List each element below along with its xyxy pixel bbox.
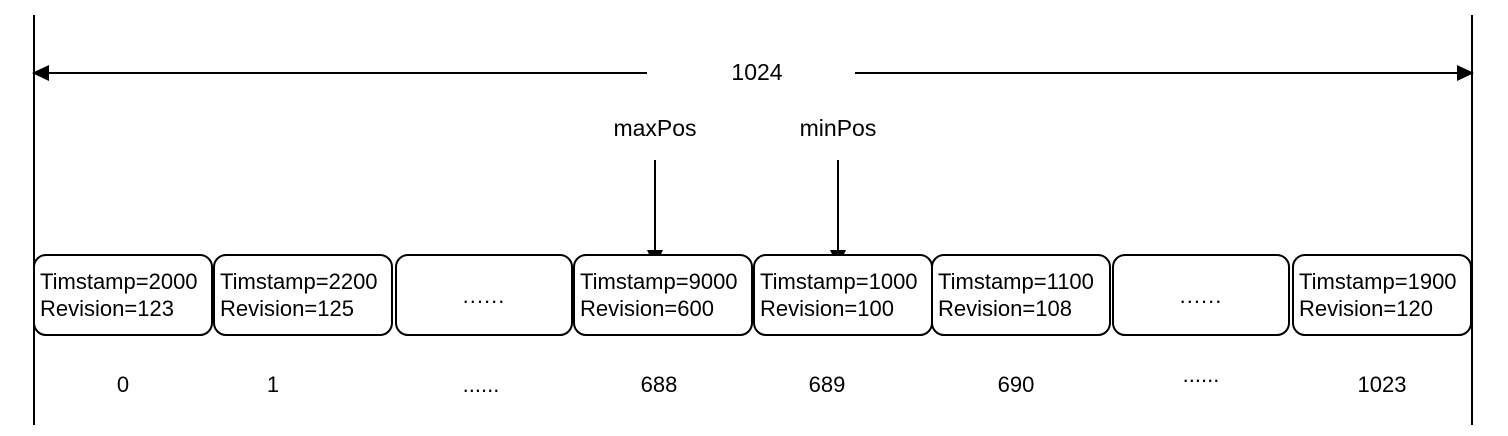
buffer-cell: ...... — [395, 254, 573, 336]
buffer-index-label: 1 — [266, 372, 280, 397]
dimension-line-right-segment — [855, 72, 1463, 74]
buffer-index-label: 688 — [640, 372, 678, 397]
dimension-label: 1024 — [647, 57, 867, 87]
buffer-cell-revision: Revision=120 — [1299, 296, 1433, 321]
buffer-cell-revision: Revision=108 — [938, 296, 1072, 321]
buffer-index-label: 1023 — [1357, 372, 1407, 397]
buffer-index-label: 689 — [808, 372, 846, 397]
buffer-cell-timestamp: Timstamp=9000 — [580, 269, 738, 294]
buffer-cell-ellipsis: ...... — [1179, 282, 1223, 308]
buffer-cell-ellipsis: ...... — [462, 282, 506, 308]
left-boundary-rule — [33, 15, 35, 425]
buffer-cell-revision: Revision=600 — [580, 296, 714, 321]
pointer-minpos-label: minPos — [799, 115, 877, 141]
buffer-index-label: 690 — [997, 372, 1035, 397]
buffer-cell-timestamp: Timstamp=1900 — [1299, 269, 1457, 294]
dimension-line-left-segment — [43, 72, 653, 74]
dimension-arrowhead-left-icon — [32, 65, 49, 81]
buffer-cell-timestamp: Timstamp=2200 — [220, 269, 378, 294]
buffer-index-label: 0 — [116, 372, 130, 397]
dimension-arrowhead-right-icon — [1457, 65, 1474, 81]
buffer-cell-revision: Revision=100 — [760, 296, 894, 321]
right-boundary-rule — [1471, 15, 1473, 425]
buffer-cell-timestamp: Timstamp=1000 — [760, 269, 918, 294]
buffer-cell-revision: Revision=123 — [40, 296, 174, 321]
buffer-index-label: ...... — [1182, 362, 1220, 387]
buffer-index-label: ...... — [462, 372, 500, 397]
dimension-arrow: 1024 — [32, 57, 1474, 87]
pointer-minpos-stem — [837, 160, 839, 252]
buffer-cell-revision: Revision=125 — [220, 296, 354, 321]
pointer-maxpos-label: maxPos — [613, 115, 697, 141]
buffer-cell: ...... — [1112, 254, 1290, 336]
buffer-cell-timestamp: Timstamp=2000 — [40, 269, 198, 294]
buffer-cell-timestamp: Timstamp=1100 — [938, 269, 1094, 294]
pointer-maxpos-stem — [654, 160, 656, 252]
